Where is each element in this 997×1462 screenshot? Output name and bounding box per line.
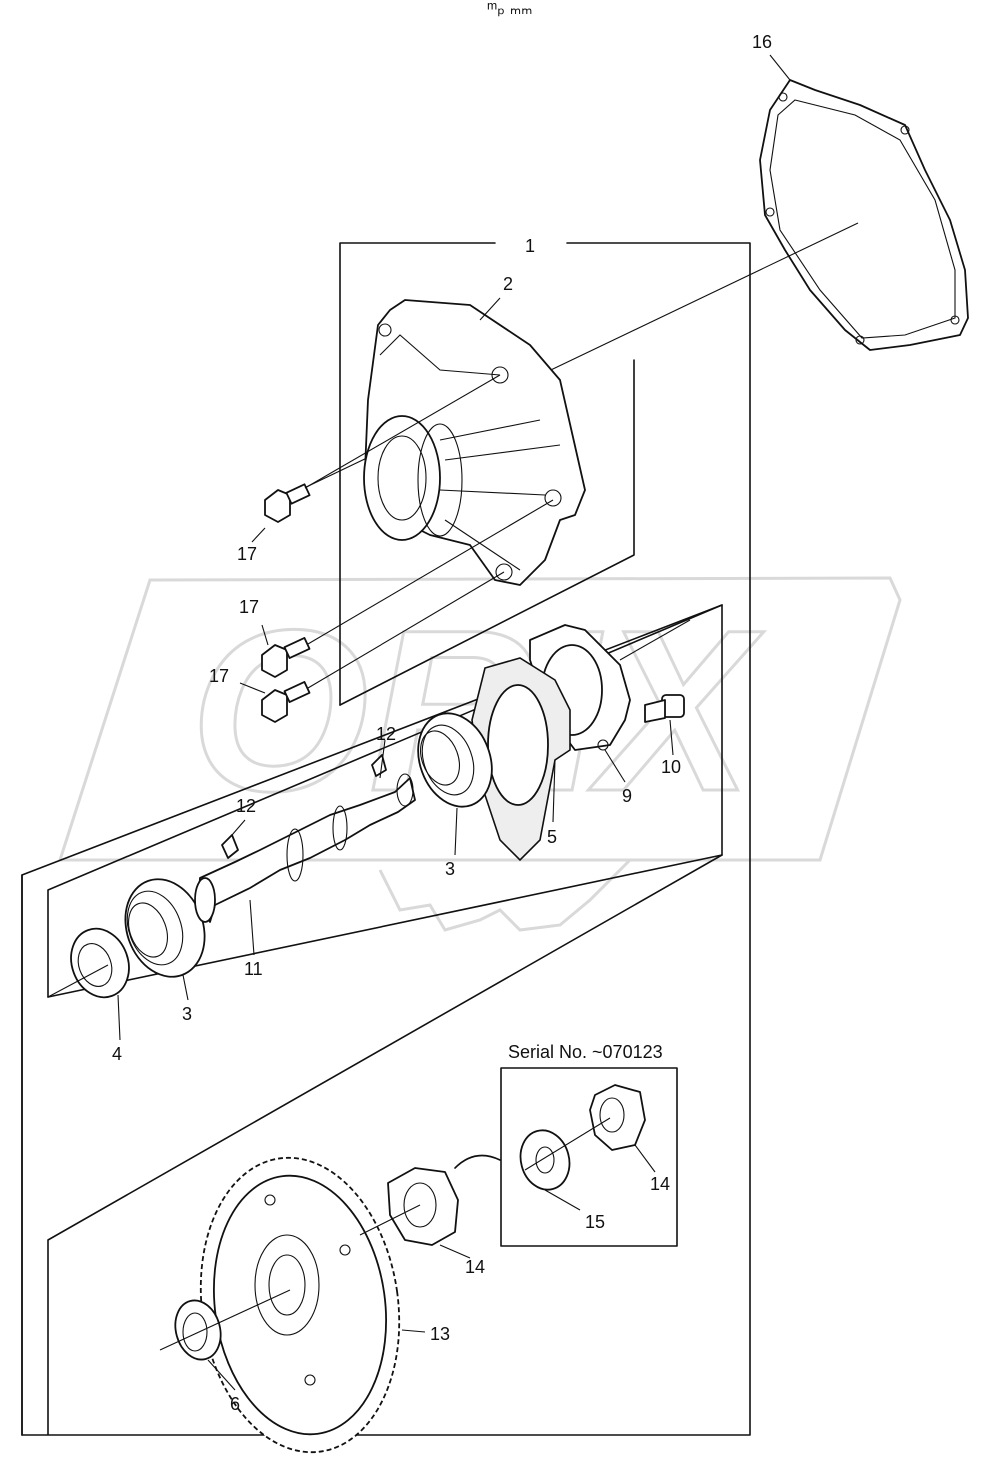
seal-part-4: [70, 927, 130, 999]
bolt-part-17-a: [251, 483, 311, 543]
label-14-main: 14: [465, 1257, 485, 1277]
label-3-lower: 3: [182, 1004, 192, 1024]
label-15: 15: [585, 1212, 605, 1232]
label-12-right: 12: [376, 724, 396, 744]
bolt-part-17-c: [239, 571, 505, 723]
label-13: 13: [430, 1324, 450, 1344]
label-16: 16: [752, 32, 772, 52]
inset-box: Serial No. ~070123: [500, 1042, 678, 1247]
label-11: 11: [244, 959, 263, 979]
nut-part-14-a: [387, 1167, 459, 1246]
label-4: 4: [112, 1044, 122, 1064]
housing-part-2: [363, 297, 586, 586]
label-3-upper: 3: [445, 859, 455, 879]
header-mark: ᵐₚ ₘₘ: [487, 0, 532, 18]
label-17-top: 17: [237, 544, 257, 564]
seal-part-6: [174, 1299, 222, 1361]
label-10: 10: [661, 757, 681, 777]
label-14-inset: 14: [650, 1174, 670, 1194]
nut-part-14-b: [589, 1084, 646, 1151]
label-17-bottom: 17: [209, 666, 229, 686]
gear-part-13: [199, 1156, 426, 1454]
washer-part-15: [519, 1129, 571, 1191]
bolt-part-10: [644, 694, 685, 723]
label-17-middle: 17: [239, 597, 259, 617]
gasket-part-5: [471, 657, 571, 862]
label-12-left: 12: [236, 796, 256, 816]
shaft-part-11: [194, 773, 416, 923]
label-2: 2: [503, 274, 513, 294]
key-part-12-a: [221, 834, 239, 859]
bolt-part-17-b: [261, 499, 554, 678]
transition-arrow: [454, 1154, 501, 1169]
leader-lines: [117, 719, 674, 1391]
bearing-part-3-lower: [124, 878, 206, 978]
label-5: 5: [547, 827, 557, 847]
bearing-part-3-upper: [417, 712, 493, 808]
label-9: 9: [622, 786, 632, 806]
label-6: 6: [230, 1394, 240, 1414]
label-1: 1: [525, 236, 535, 256]
inset-caption: Serial No. ~070123: [508, 1042, 663, 1062]
